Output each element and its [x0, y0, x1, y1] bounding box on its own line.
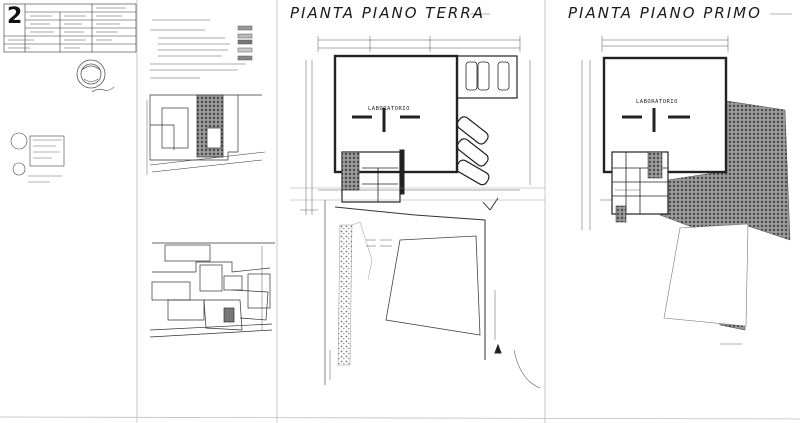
site-plan-bottom: [149, 242, 275, 338]
approval-stamp: [76, 59, 115, 93]
ground-floor-plan: [290, 36, 545, 389]
sheet-number: 2: [7, 4, 23, 29]
first-floor-room-label: LABORATORIO: [636, 99, 678, 105]
first-floor-plan: [581, 36, 791, 345]
first-floor-plan-title: PIANTA PIANO PRIMO: [568, 4, 762, 22]
site-plan-top: [146, 94, 266, 175]
ground-floor-room-label: LABORATORIO: [368, 106, 410, 112]
registration-stamp: [10, 132, 65, 183]
ground-floor-plan-title: PIANTA PIANO TERRA: [290, 4, 486, 22]
title-block: [3, 3, 137, 53]
legend: [150, 19, 253, 79]
annotation-marks: [300, 13, 792, 211]
